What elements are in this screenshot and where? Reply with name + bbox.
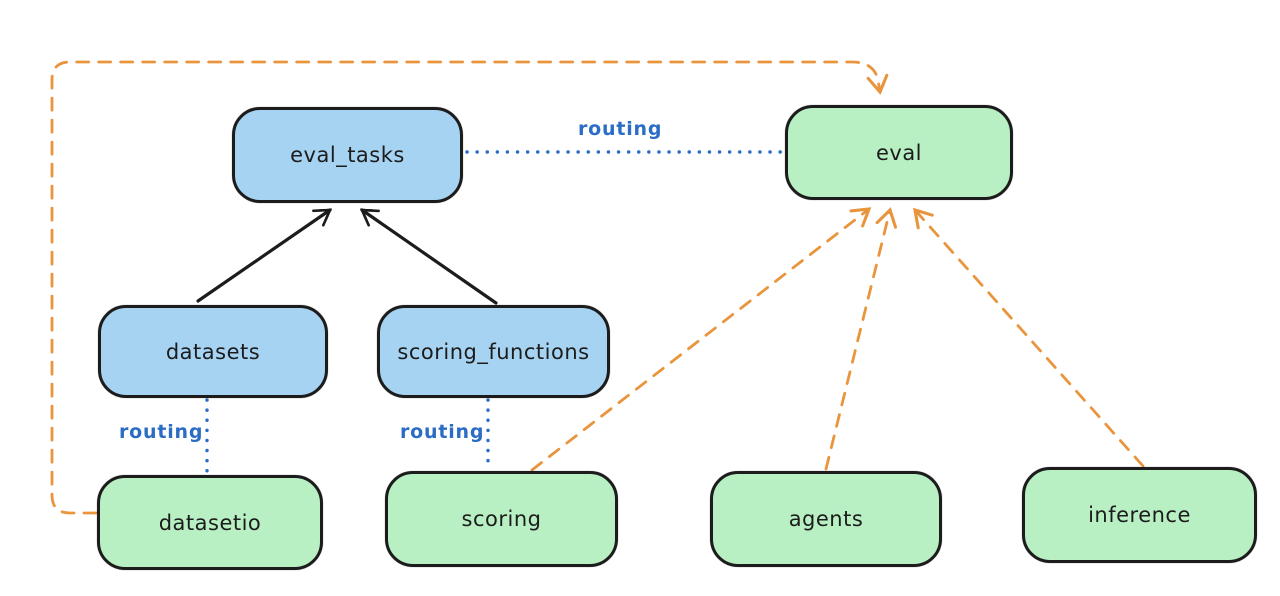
node-eval-label: eval [875,140,923,165]
node-scoring-functions-label: scoring_functions [397,339,590,364]
edge-scoring-functions-to-eval-tasks [359,208,498,305]
node-inference: inference [1022,467,1257,563]
edge-scoring-to-eval [530,207,872,472]
edge-datasets-to-eval-tasks [196,208,333,303]
node-eval: eval [785,105,1013,200]
node-datasets: datasets [98,305,328,398]
edge-inference-to-eval [913,207,1145,468]
node-datasetio: datasetio [97,475,323,570]
node-agents-label: agents [788,507,864,531]
node-eval-tasks: eval_tasks [232,107,463,203]
routing-label-scoring-functions-scoring: routing [400,421,485,443]
edge-agents-to-eval [824,207,898,471]
node-scoring: scoring [385,471,618,567]
node-eval-tasks-label: eval_tasks [290,143,405,167]
node-scoring-functions: scoring_functions [377,305,610,398]
node-inference-label: inference [1088,503,1191,527]
edge-datasetio-to-eval [50,60,889,515]
routing-label-eval-tasks-eval: routing [578,118,663,140]
node-datasetio-label: datasetio [158,510,262,535]
routing-label-datasets-datasetio: routing [119,421,204,443]
node-scoring-label: scoring [461,507,542,531]
node-agents: agents [710,471,942,567]
node-datasets-label: datasets [165,339,261,364]
